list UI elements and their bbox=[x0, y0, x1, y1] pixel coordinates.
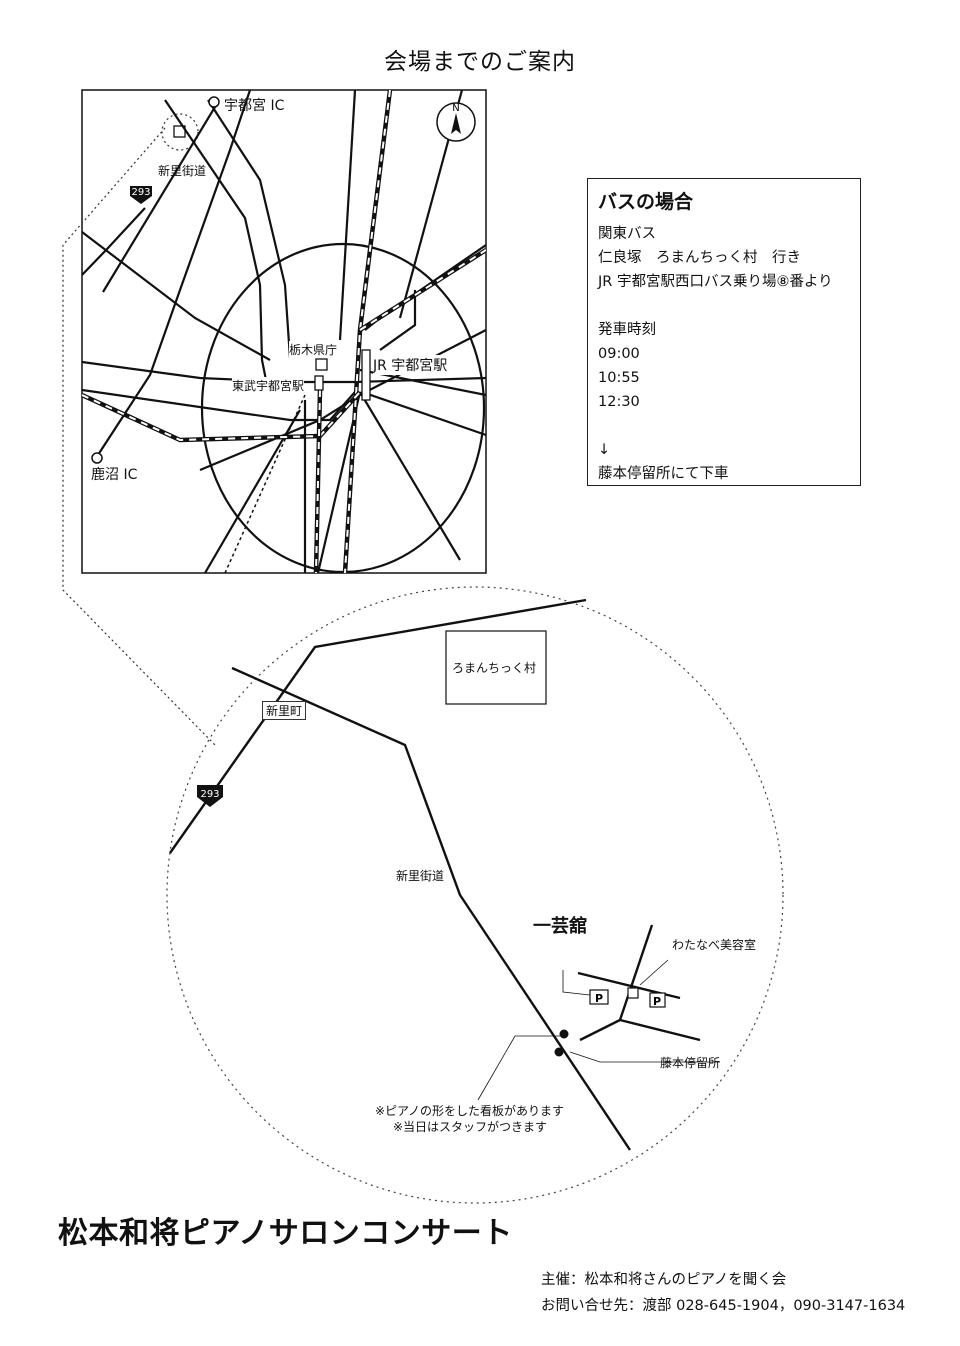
overview-route-badge: 293 bbox=[130, 186, 152, 204]
piano-sign-marker bbox=[559, 1029, 569, 1039]
kanuma-ic-label: 鹿沼 IC bbox=[91, 464, 138, 484]
bus-destination: 仁良塚 ろまんちっく村 行き bbox=[598, 250, 801, 266]
utsunomiya-ic-marker bbox=[208, 96, 220, 108]
destination-highlight-circle bbox=[161, 113, 199, 151]
down-arrow-icon: ↓ bbox=[598, 442, 611, 458]
jr-station-marker bbox=[361, 349, 371, 401]
tobu-station-marker bbox=[314, 375, 324, 391]
detail-leader-lines bbox=[477, 959, 720, 1101]
tobu-utsunomiya-station-label: 東武宇都宮駅 bbox=[232, 377, 305, 394]
kanuma-ic-marker bbox=[91, 452, 103, 464]
page-title: 会場までのご案内 bbox=[384, 49, 576, 75]
parking-icon: P bbox=[653, 995, 661, 1008]
parking-box-2 bbox=[649, 992, 666, 1008]
shinsato-machi-label: 新里町 bbox=[262, 701, 307, 720]
fujimoto-stop-marker bbox=[554, 1047, 564, 1057]
compass-north-label: N bbox=[452, 103, 459, 114]
romantic-village-label: ろまんちっく村 bbox=[452, 661, 537, 675]
overview-railways bbox=[82, 90, 486, 573]
departure-label: 発車時刻 bbox=[598, 322, 656, 338]
bus-info-title: バスの場合 bbox=[598, 191, 694, 213]
detail-route-number: 293 bbox=[200, 789, 219, 800]
salon-marker bbox=[627, 987, 639, 999]
prefectural-office-marker bbox=[315, 358, 328, 371]
departure-time: 10:55 bbox=[598, 370, 640, 386]
bus-company: 関東バス bbox=[598, 226, 656, 242]
detail-map-circle bbox=[166, 586, 784, 1204]
organizer-line: 主催：松本和将さんのピアノを聞く会 bbox=[541, 1272, 787, 1288]
romantic-village-box bbox=[445, 630, 547, 705]
overview-shinsato-kaido-label: 新里街道 bbox=[158, 164, 207, 178]
fujimoto-stop-label: 藤本停留所 bbox=[660, 1056, 721, 1070]
contact-line: お問い合せ先：渡部 028-645-1904，090-3147-1634 bbox=[541, 1298, 906, 1314]
bus-info-box: バスの場合 関東バス 仁良塚 ろまんちっく村 行き JR 宇都宮駅西口バス乗り場… bbox=[587, 178, 861, 486]
venue-label: 一芸舘 bbox=[533, 916, 587, 937]
detail-roads bbox=[169, 598, 701, 1151]
event-title: 松本和将ピアノサロンコンサート bbox=[58, 1216, 513, 1251]
piano-sign-note: ※ピアノの形をした看板があります bbox=[375, 1104, 564, 1118]
bus-boarding-point: JR 宇都宮駅西口バス乗り場⑧番より bbox=[598, 274, 833, 290]
utsunomiya-ic-label: 宇都宮 IC bbox=[224, 98, 285, 114]
staff-note: ※当日はスタッフがつきます bbox=[393, 1120, 548, 1134]
alight-instruction: 藤本停留所にて下車 bbox=[598, 466, 729, 482]
departure-time: 12:30 bbox=[598, 394, 640, 410]
destination-marker bbox=[173, 125, 186, 138]
jr-utsunomiya-station-label: JR 宇都宮駅 bbox=[373, 355, 448, 375]
parking-icon: P bbox=[595, 992, 603, 1005]
overview-route-number: 293 bbox=[131, 187, 150, 198]
venue-building-marker bbox=[589, 989, 609, 1005]
detail-shinsato-kaido-label: 新里街道 bbox=[396, 869, 445, 883]
overview-map-frame bbox=[81, 89, 487, 574]
compass-icon: N bbox=[436, 102, 476, 142]
watanabe-salon-label: わたなべ美容室 bbox=[672, 938, 757, 952]
prefectural-office-label: 栃木県庁 bbox=[289, 341, 338, 358]
departure-time: 09:00 bbox=[598, 346, 640, 362]
detail-route-badge: 293 bbox=[197, 785, 223, 807]
